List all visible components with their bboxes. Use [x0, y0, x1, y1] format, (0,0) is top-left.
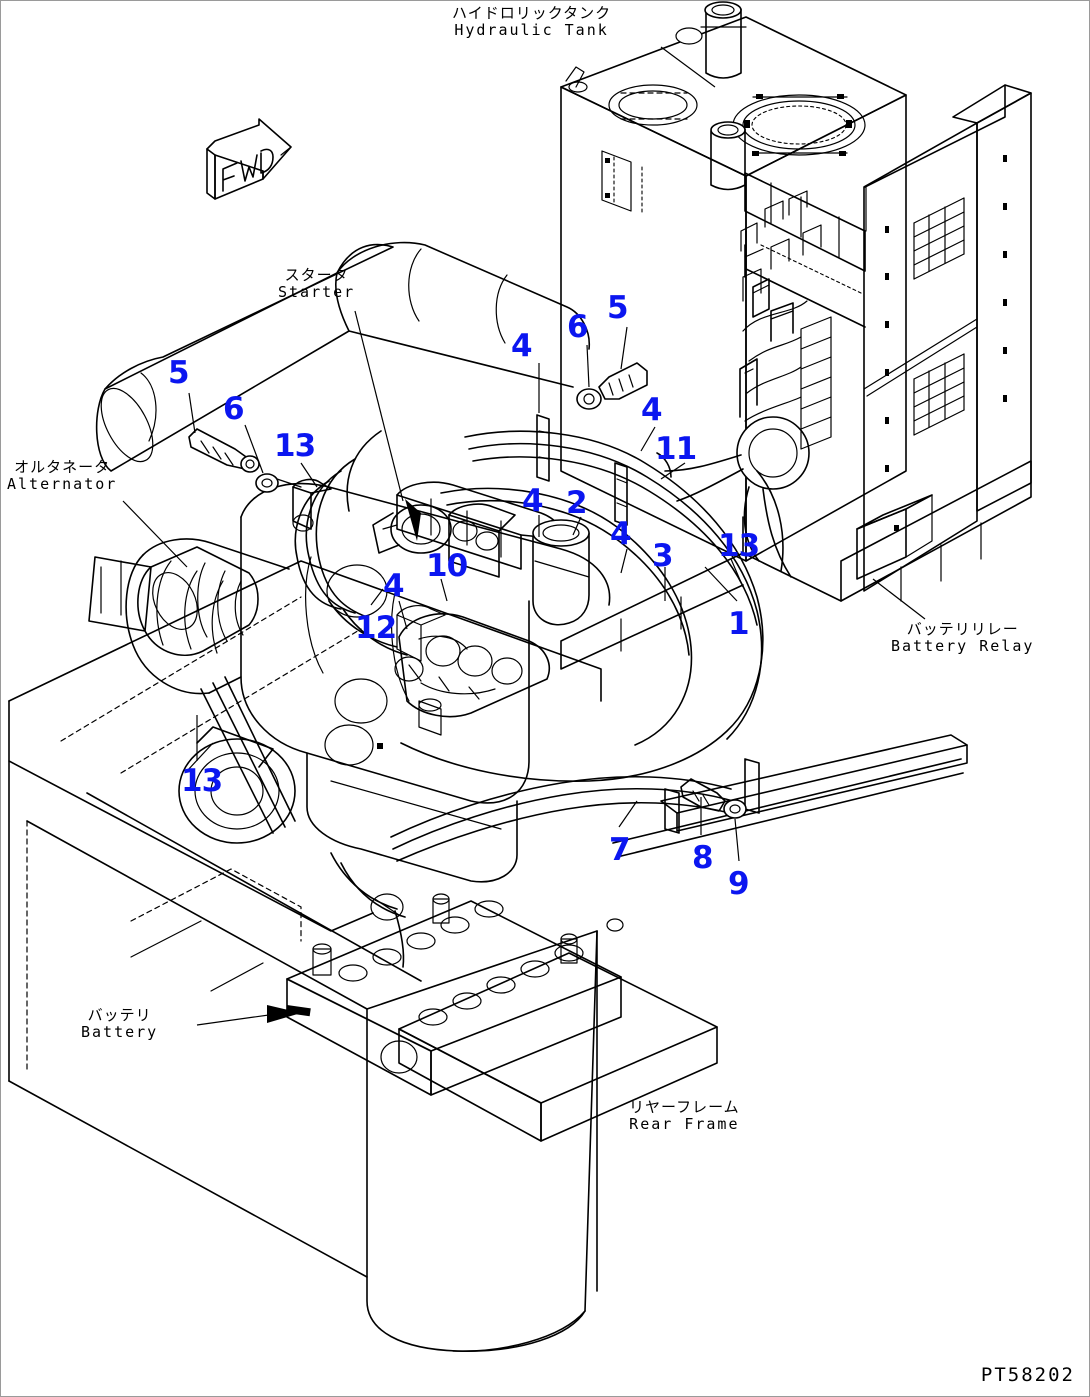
label-battery-en: Battery: [81, 1022, 159, 1041]
rear-frame-assembly: [8, 560, 968, 1352]
bolt-washer-group-left: [188, 428, 332, 532]
ref-number-1[interactable]: 1: [728, 606, 750, 642]
label-battery-jp: バッテリ: [87, 1006, 152, 1024]
alternator-body: [88, 546, 259, 656]
ref-number-3[interactable]: 3: [652, 538, 674, 574]
label-rear-frame-en: Rear Frame: [629, 1114, 740, 1133]
ref-number-5a[interactable]: 5: [168, 355, 190, 391]
label-alternator-en: Alternator: [7, 474, 118, 493]
ref-number-4b[interactable]: 4: [641, 392, 663, 428]
right-side-panel-assembly: [560, 84, 1032, 670]
engine-assembly: [88, 241, 611, 883]
hydraulic-tank-assembly: [560, 1, 907, 562]
ref-number-4a[interactable]: 4: [511, 328, 533, 364]
label-battery-relay-en: Battery Relay: [891, 636, 1035, 655]
ref-number-5b[interactable]: 5: [607, 290, 629, 326]
label-battery-relay-jp: バッテリリレー: [906, 620, 1019, 638]
label-rear-frame: リヤーフレーム Rear Frame: [629, 1099, 740, 1133]
ref-number-9[interactable]: 9: [728, 866, 750, 902]
reference-leader-lines: [186, 326, 744, 862]
ref-number-8[interactable]: 8: [692, 840, 714, 876]
ref-number-2[interactable]: 2: [566, 485, 588, 521]
label-starter-en: Starter: [278, 282, 356, 301]
ref-number-6a[interactable]: 6: [223, 391, 245, 427]
ref-number-11[interactable]: 11: [655, 431, 697, 467]
label-starter: スタータ Starter: [278, 267, 355, 301]
ref-number-13c[interactable]: 13: [181, 763, 223, 799]
label-battery-relay: バッテリリレー Battery Relay: [891, 621, 1034, 655]
label-rear-frame-jp: リヤーフレーム: [629, 1098, 740, 1116]
label-starter-jp: スタータ: [284, 266, 349, 284]
label-alternator-jp: オルタネータ: [14, 458, 111, 476]
ref-number-4e[interactable]: 4: [383, 568, 405, 604]
bolt-washer-group-centre: [576, 362, 648, 410]
battery-assembly: [285, 893, 718, 1142]
label-hydraulic-tank-en: Hydraulic Tank: [454, 20, 609, 39]
ref-number-10[interactable]: 10: [426, 548, 468, 584]
ref-number-4d[interactable]: 4: [610, 516, 632, 552]
label-alternator: オルタネータ Alternator: [7, 459, 117, 493]
label-hydraulic-tank: ハイドロリックタンク Hydraulic Tank: [452, 5, 611, 39]
ref-number-4c[interactable]: 4: [522, 483, 544, 519]
injection-pump: [398, 613, 551, 718]
drawing-part-number: PT58202: [980, 1364, 1075, 1386]
bolt-washer-group-lower: [680, 778, 747, 819]
label-battery: バッテリ Battery: [81, 1007, 158, 1041]
battery-relay-cluster: [664, 190, 832, 578]
label-hydraulic-tank-jp: ハイドロリックタンク: [452, 4, 612, 22]
ref-number-6b[interactable]: 6: [567, 309, 589, 345]
starter-motor: [372, 504, 452, 554]
ref-number-13b[interactable]: 13: [718, 528, 760, 564]
ref-number-12[interactable]: 12: [355, 610, 397, 646]
wiring-harness: [294, 414, 784, 921]
ref-number-13a[interactable]: 13: [274, 428, 316, 464]
label-leader-lines: [122, 46, 926, 1026]
ref-number-7[interactable]: 7: [609, 832, 631, 868]
fwd-direction-marker: [206, 118, 292, 200]
